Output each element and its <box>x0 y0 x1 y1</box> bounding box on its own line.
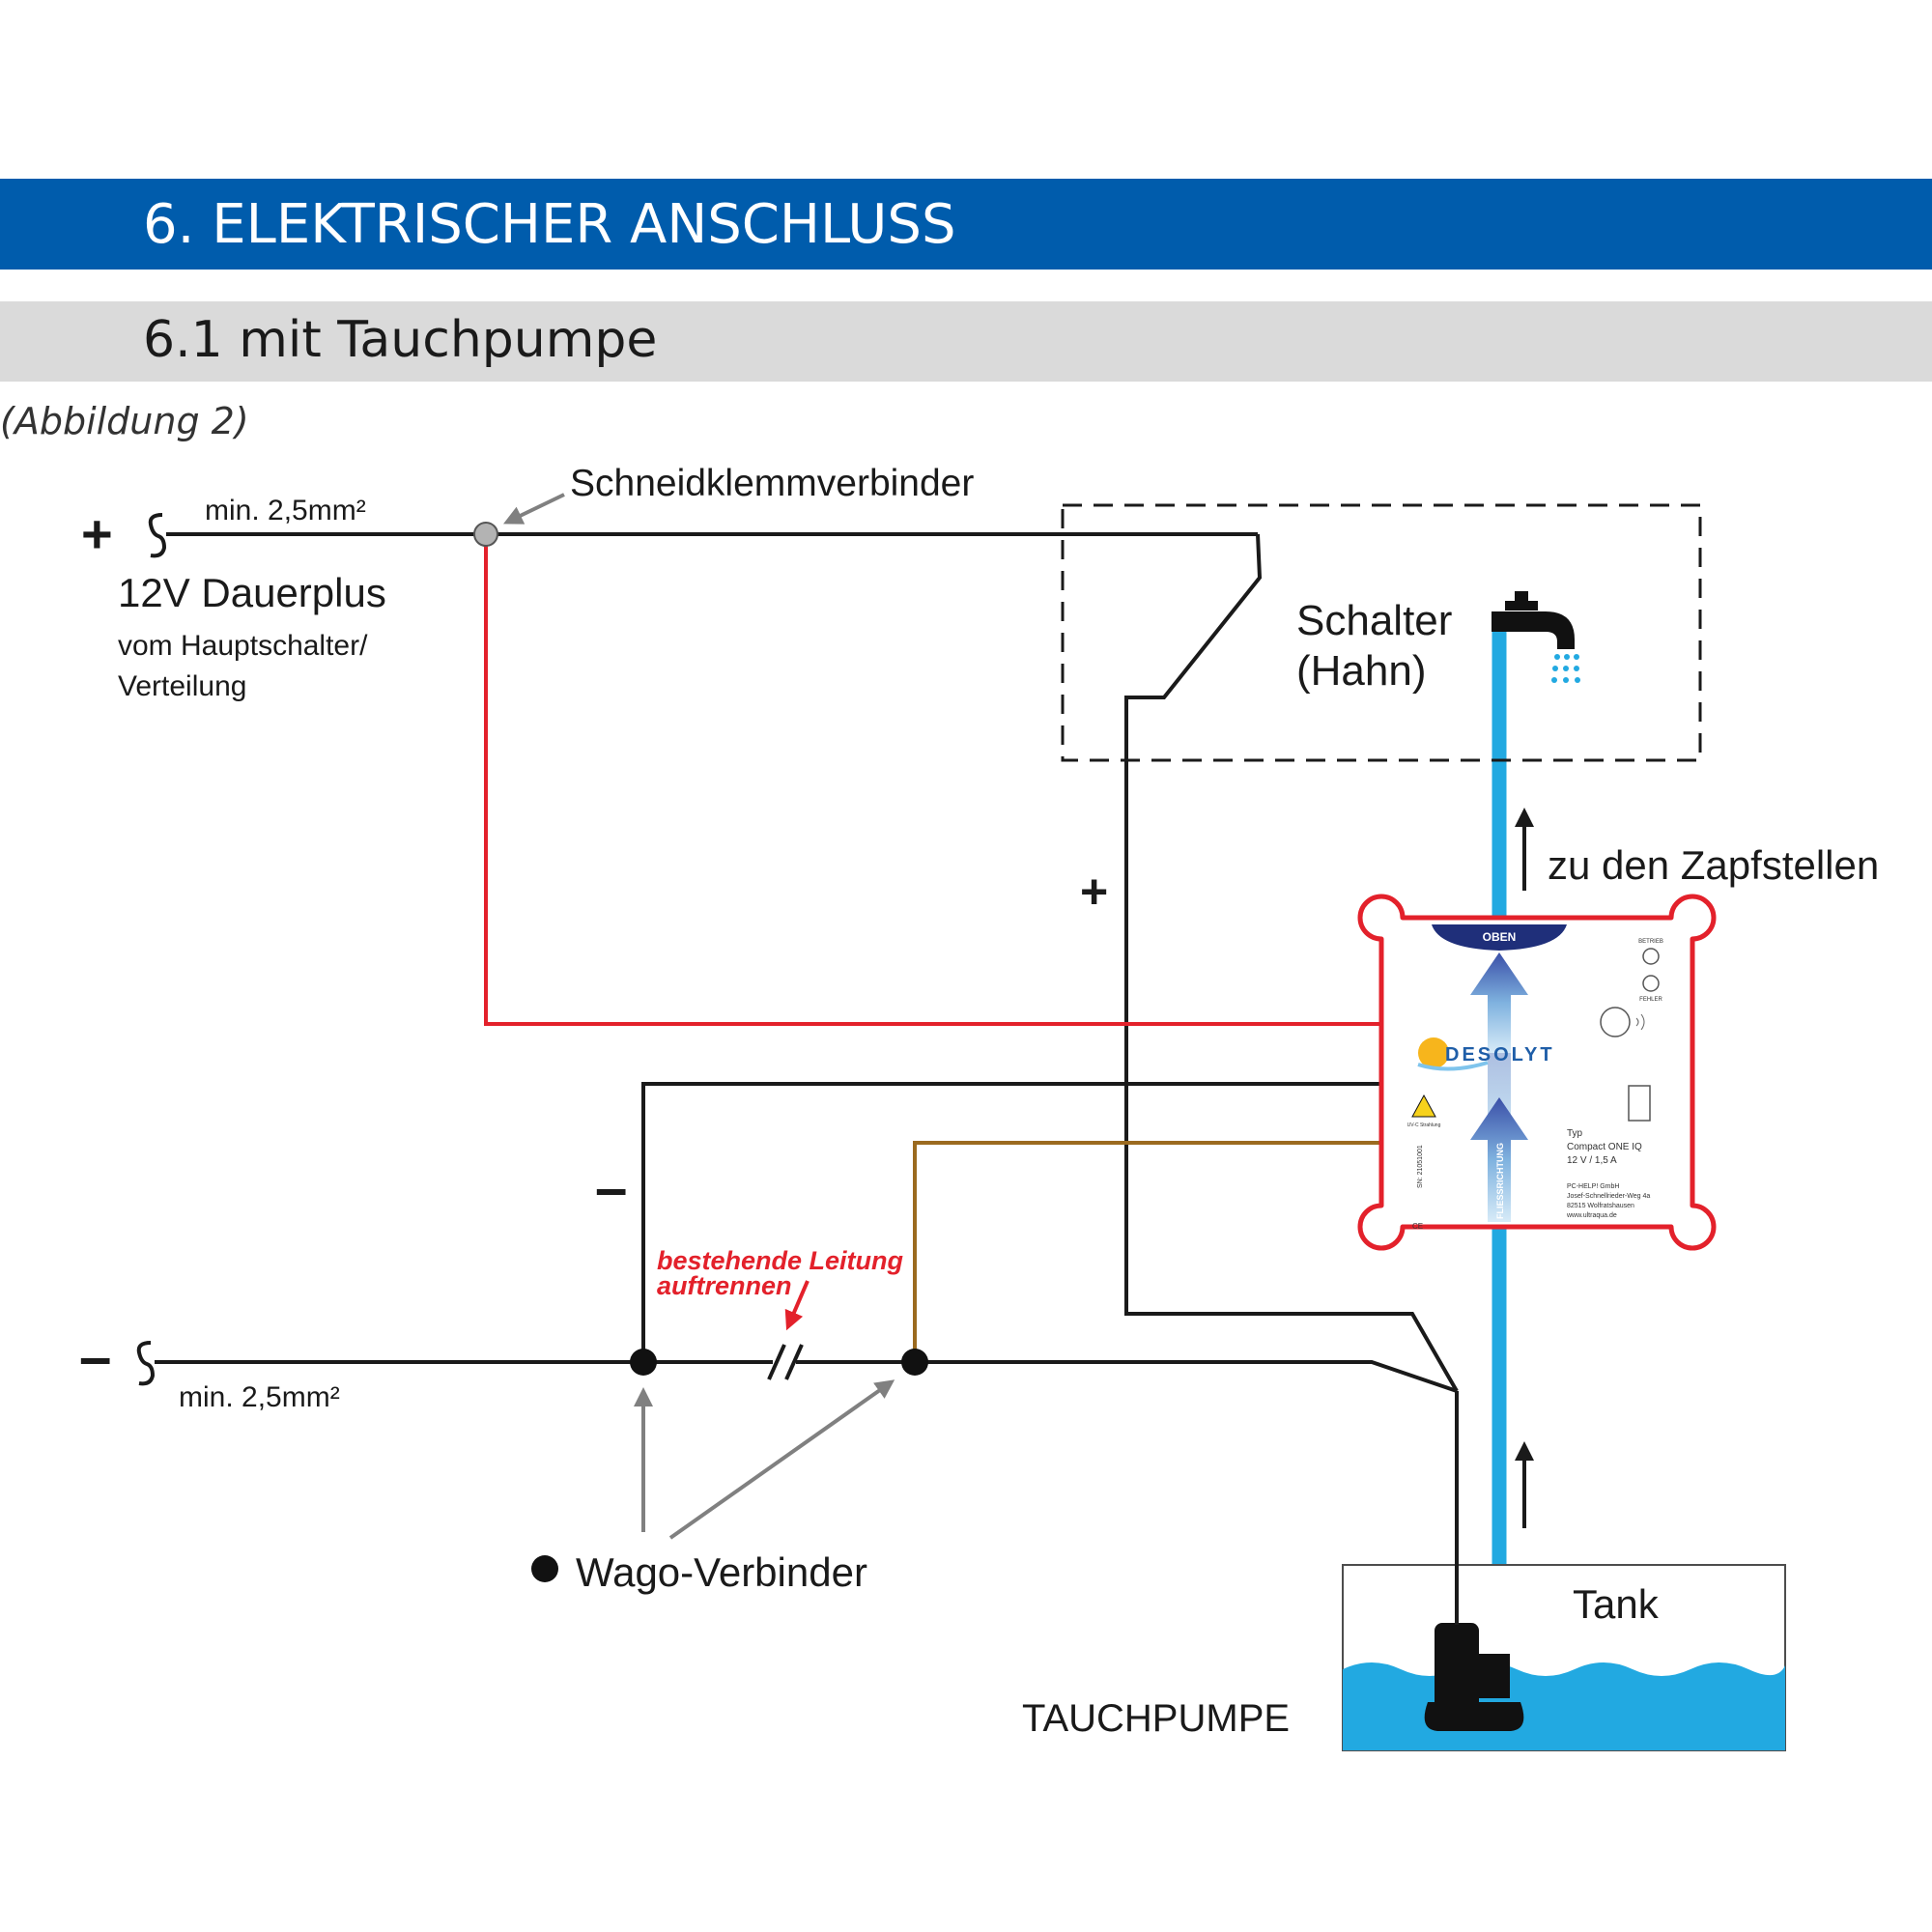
uv-warning-text: UV-C Strahlung <box>1407 1122 1441 1128</box>
plus-terminal-symbol <box>148 513 167 558</box>
device-flow-arrow-upper-icon <box>1470 952 1528 1053</box>
cut-note-2: auftrennen <box>657 1271 792 1300</box>
pump-body <box>1435 1623 1479 1712</box>
connector-label: Schneidklemmverbinder <box>570 463 974 504</box>
wago-node-left <box>630 1349 657 1376</box>
section-title: 6. ELEKTRISCHER ANSCHLUSS <box>143 193 956 256</box>
minus-sign: – <box>79 1324 111 1389</box>
device-serial: SN: 21051001 <box>1417 1145 1424 1188</box>
submersible-pump <box>1424 1623 1524 1731</box>
red-wire <box>484 534 1387 1026</box>
brand-logo-sun-icon <box>1417 1037 1489 1071</box>
plus-sign: + <box>81 503 113 564</box>
wire-plus-label: + <box>1080 865 1108 919</box>
device-brand: DESOLYT <box>1445 1044 1555 1065</box>
led-status-icon <box>1642 948 1660 965</box>
device-rating: 12 V / 1,5 A <box>1567 1155 1617 1166</box>
device-top-cap <box>1432 924 1567 951</box>
black-ground-wire <box>641 1082 1387 1362</box>
speaker-waves-icon <box>1635 1013 1645 1031</box>
switch-contact-wire <box>1124 533 1459 1392</box>
tank: Tank <box>1342 1564 1786 1751</box>
brown-wire <box>913 1141 1387 1362</box>
section-header-bar <box>0 179 1932 270</box>
wago-node-right <box>901 1349 928 1376</box>
supply-sub-2: Verteilung <box>118 670 246 702</box>
pump-label: TAUCHPUMPE <box>1022 1697 1290 1740</box>
supply-label: 12V Dauerplus <box>118 570 386 615</box>
switch-box <box>1061 503 1702 762</box>
pump-base <box>1424 1702 1524 1731</box>
wire-minus-label: – <box>595 1155 627 1220</box>
plus-wire-gauge: min. 2,5mm² <box>205 495 366 526</box>
device-flow-text: FLIESSRICHTUNG <box>1495 1143 1505 1219</box>
led-error-label: FEHLER <box>1639 997 1662 1003</box>
wago-legend-dot <box>531 1555 558 1582</box>
wago-pointer-arrow-right <box>668 1379 895 1540</box>
device-ce-mark: CE <box>1412 1222 1423 1231</box>
led-status-label: BETRIEB <box>1638 939 1663 945</box>
maker-line-4: www.ultraqua.de <box>1566 1212 1617 1219</box>
device-top-label: OBEN <box>1483 930 1517 944</box>
subsection-header-bar <box>0 301 1932 382</box>
cut-mark <box>767 1344 804 1380</box>
figure-reference: (Abbildung 2) <box>0 400 249 442</box>
uv-warning-icon <box>1411 1094 1436 1118</box>
maker-line-2: Josef-Schnellrieder-Weg 4a <box>1567 1193 1650 1200</box>
maker-line-1: PC-HELP! GmbH <box>1567 1183 1619 1190</box>
device-flow-arrow-lower-icon <box>1470 1097 1528 1222</box>
tank-water <box>1343 1662 1785 1750</box>
minus-continuation-wire <box>796 1360 1458 1393</box>
minus-wire-gauge: min. 2,5mm² <box>179 1381 340 1413</box>
connector-pointer-arrow <box>502 493 565 525</box>
minus-terminal-symbol <box>136 1341 156 1386</box>
pump-outlet <box>1479 1654 1510 1698</box>
type-plate-box <box>1628 1085 1651 1122</box>
subsection-title: 6.1 mit Tauchpumpe <box>143 311 658 369</box>
cut-note-1: bestehende Leitung <box>657 1246 904 1275</box>
faucet-icon <box>1492 591 1580 683</box>
switch-label: Schalter <box>1296 597 1452 644</box>
led-error-icon <box>1642 975 1660 992</box>
device-body <box>1357 894 1717 1251</box>
maker-line-3: 82515 Wolfratshausen <box>1567 1203 1634 1209</box>
uv-device: OBEN BETRIEB FEHLER FLIESSRICHTUNG DESOL… <box>1357 894 1717 1251</box>
switch-label-sub: (Hahn) <box>1296 647 1427 695</box>
type-label: Typ <box>1567 1128 1583 1139</box>
cutting-clamp-connector <box>473 522 498 547</box>
cut-pointer-arrow <box>784 1280 810 1331</box>
wago-label: Wago-Verbinder <box>576 1549 867 1595</box>
device-model: Compact ONE IQ <box>1567 1142 1642 1152</box>
speaker-icon <box>1600 1007 1631 1037</box>
supply-sub-1: vom Hauptschalter/ <box>118 630 368 662</box>
tank-label: Tank <box>1573 1581 1660 1627</box>
flow-label: zu den Zapfstellen <box>1548 842 1879 888</box>
